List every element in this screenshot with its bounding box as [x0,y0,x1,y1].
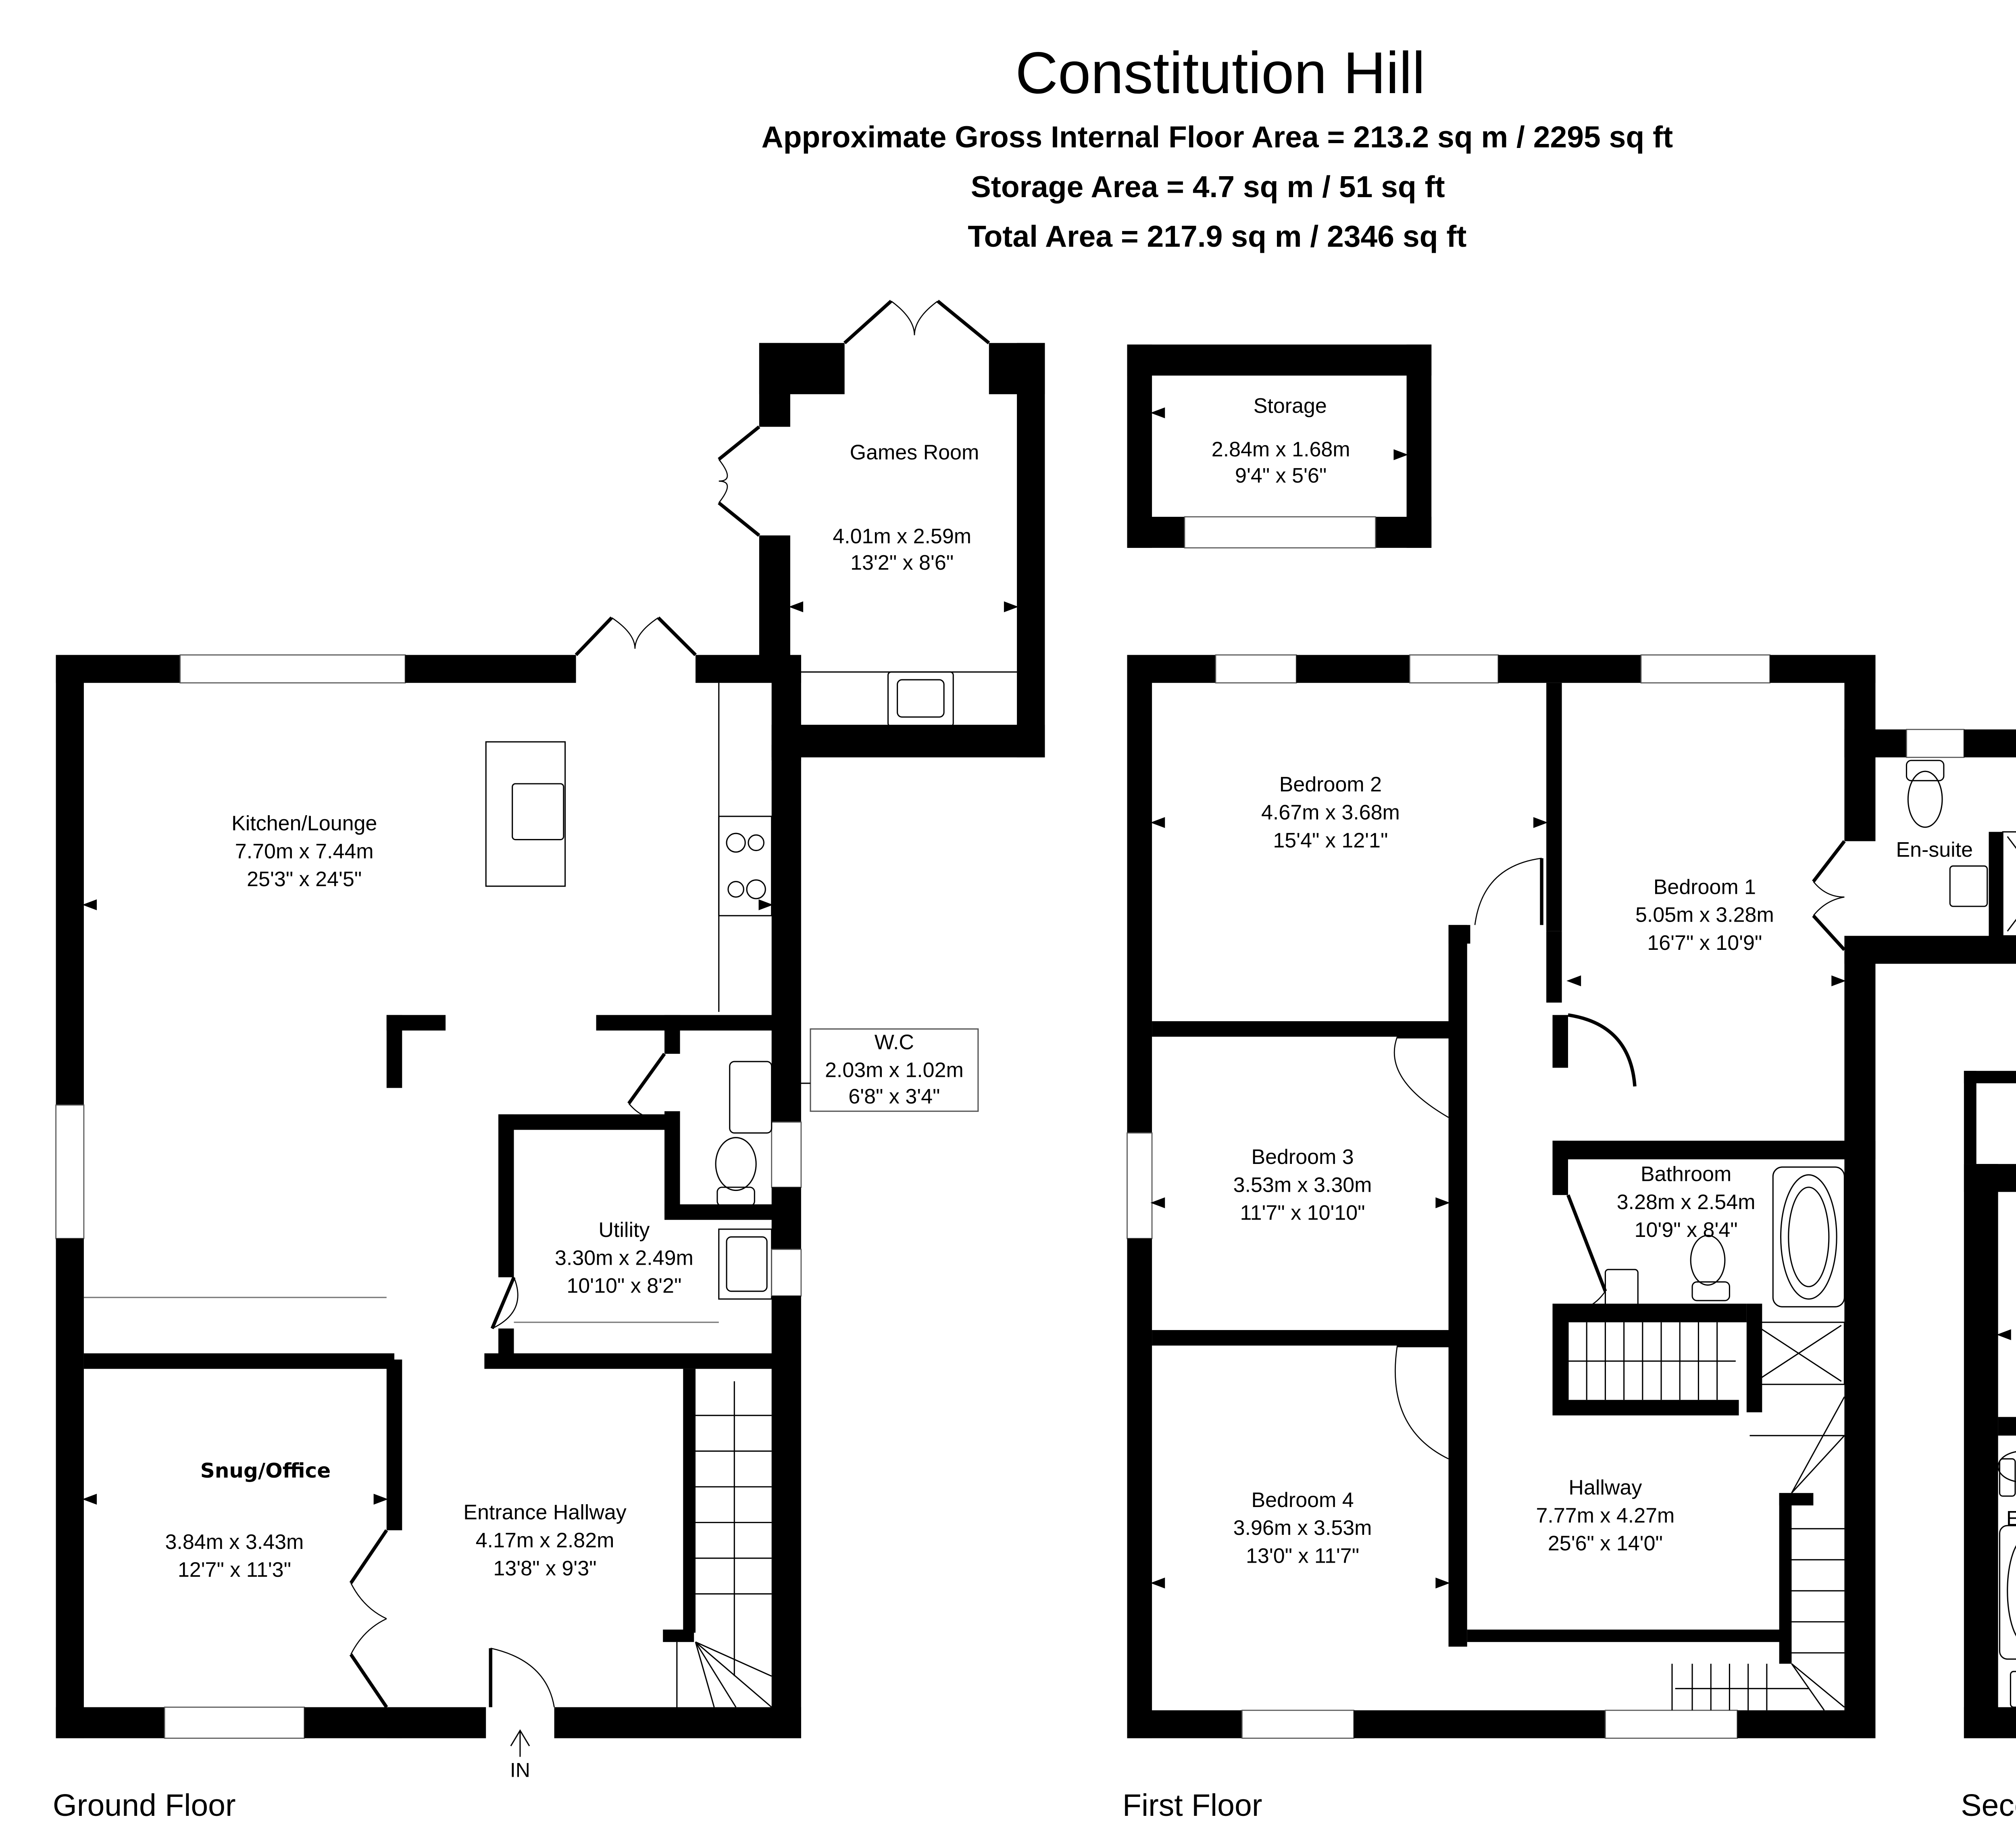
room-dim-wc-metric: 2.03m x 1.02m [825,1059,964,1082]
room-name-bedroom-4: Bedroom 4 [1251,1488,1354,1512]
second-floor-plan [1964,1071,2016,1738]
room-dim-bathroom-metric: 3.28m x 2.54m [1617,1191,1756,1214]
room-dim-entrance-imperial: 13'8" x 9'3" [493,1557,596,1580]
room-name-hallway-first: Hallway [1568,1476,1642,1499]
gross-area-text: Approximate Gross Internal Floor Area = … [762,120,1673,154]
room-name-en-suite-second: En-suite [2006,1507,2016,1530]
header: Constitution Hill Approximate Gross Inte… [762,40,1673,253]
room-name-wc: W.C [875,1030,914,1054]
room-dim-bedroom-4-metric: 3.96m x 3.53m [1233,1516,1372,1540]
room-dim-snug-imperial: 12'7" x 11'3" [178,1558,291,1582]
room-dim-snug-metric: 3.84m x 3.43m [165,1530,304,1554]
room-name-bedroom-2: Bedroom 2 [1279,773,1382,796]
floor-label-ground: Ground Floor [53,1788,236,1823]
room-name-utility: Utility [598,1218,650,1242]
room-dim-games-metric: 4.01m x 2.59m [833,525,971,548]
total-area-text: Total Area = 217.9 sq m / 2346 sq ft [968,219,1466,253]
room-dim-bedroom-1-metric: 5.05m x 3.28m [1635,903,1774,927]
room-dim-bedroom-4-imperial: 13'0" x 11'7" [1246,1544,1359,1567]
room-name-bedroom-1: Bedroom 1 [1654,875,1756,899]
room-name-storage: Storage [1254,394,1327,418]
storage-plan [1127,344,1432,549]
room-name-bedroom-3: Bedroom 3 [1251,1145,1354,1169]
storage-area-text: Storage Area = 4.7 sq m / 51 sq ft [971,170,1445,204]
room-dim-bathroom-imperial: 10'9" x 8'4" [1635,1218,1738,1242]
storage-labels: Storage 2.84m x 1.68m 9'4" x 5'6" [1212,394,1350,487]
room-name-kitchen: Kitchen/Lounge [231,812,377,835]
room-dim-hallway-metric: 7.77m x 4.27m [1536,1504,1675,1527]
floor-label-first: First Floor [1123,1788,1262,1823]
room-dim-games-imperial: 13'2" x 8'6" [850,551,954,575]
room-dim-entrance-metric: 4.17m x 2.82m [476,1529,614,1552]
floor-label-second: Second Floor [1961,1788,2016,1823]
room-dim-bedroom-3-metric: 3.53m x 3.30m [1233,1173,1372,1197]
first-floor-plan [1127,654,2016,1739]
room-name-bathroom: Bathroom [1641,1163,1731,1186]
room-dim-storage-imperial: 9'4" x 5'6" [1235,464,1327,487]
entrance-arrow-icon [510,1729,530,1757]
room-dim-utility-metric: 3.30m x 2.49m [555,1246,694,1270]
ground-floor-labels: Games Room 4.01m x 2.59m 13'2" x 8'6" Ki… [53,441,979,1822]
room-dim-kitchen-metric: 7.70m x 7.44m [235,840,374,863]
second-floor-labels: Bedroom 5 5.82m x 4.14m 19'1" x 13'7" En… [1961,1507,2016,1823]
room-dim-storage-metric: 2.84m x 1.68m [1212,438,1350,461]
room-dim-bedroom-2-metric: 4.67m x 3.68m [1261,801,1400,824]
room-dim-kitchen-imperial: 25'3" x 24'5" [247,868,362,891]
entrance-in-label: IN [510,1759,530,1782]
room-name-en-suite-first: En-suite [1896,838,1973,862]
room-dim-bedroom-2-imperial: 15'4" x 12'1" [1273,829,1388,852]
room-dim-bedroom-3-imperial: 11'7" x 10'10" [1240,1201,1365,1225]
room-dim-hallway-imperial: 25'6" x 14'0" [1548,1532,1663,1555]
page-title: Constitution Hill [1015,40,1425,106]
room-dim-utility-imperial: 10'10" x 8'2" [566,1274,681,1298]
room-dim-wc-imperial: 6'8" x 3'4" [848,1085,940,1108]
room-dim-bedroom-1-imperial: 16'7" x 10'9" [1647,931,1762,955]
room-name-snug: Snug/Office [200,1459,331,1482]
room-name-games: Games Room [850,441,979,464]
ground-floor-plan [55,300,1045,1757]
first-floor-labels: Bedroom 2 4.67m x 3.68m 15'4" x 12'1" Be… [1123,773,1973,1823]
dimension-arrows [82,407,2011,1589]
room-name-entrance-hallway: Entrance Hallway [463,1501,626,1524]
